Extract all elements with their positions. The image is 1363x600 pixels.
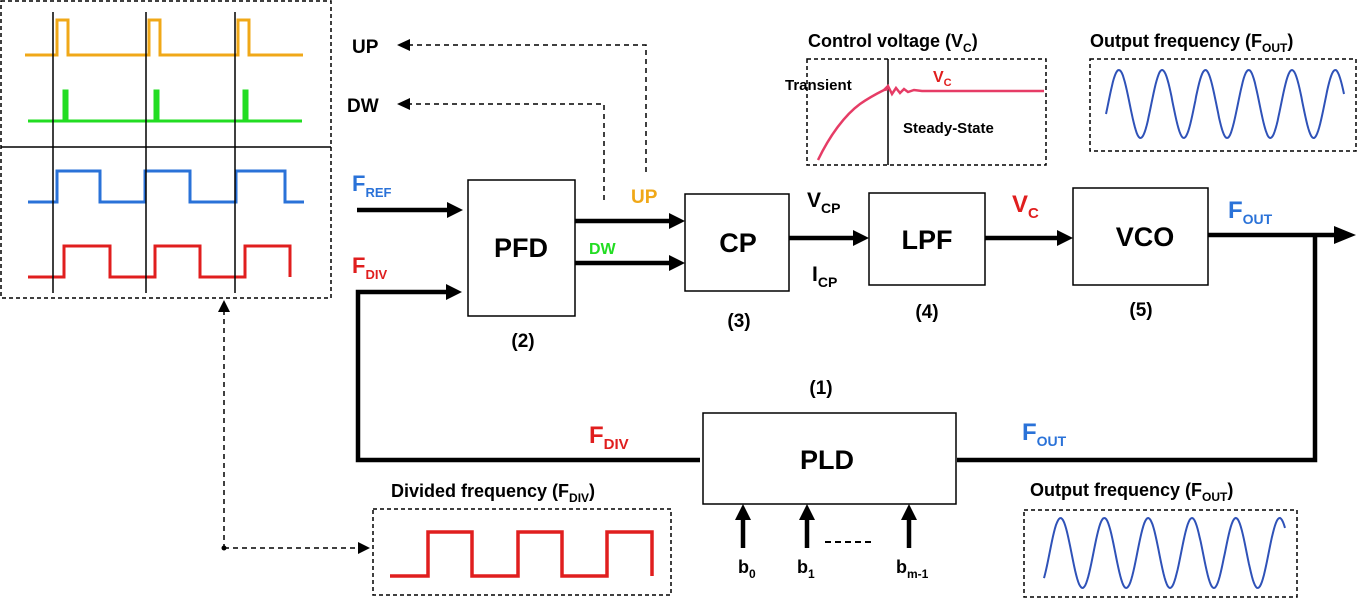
vco-label: VCO: [1116, 222, 1175, 252]
output-sine-bottom: [1043, 516, 1286, 590]
lpf-label: LPF: [902, 225, 953, 255]
b1-label: b1: [797, 557, 815, 581]
vc-inset-label: VC: [933, 69, 952, 89]
pld-label: PLD: [800, 445, 854, 475]
fref-waveform: [28, 169, 304, 204]
up-dw-dashed-outputs: [408, 44, 647, 200]
lpf-number: (4): [915, 302, 938, 323]
cp-number: (3): [727, 311, 750, 332]
divided-frequency-inset: Divided frequency (FDIV): [372, 481, 672, 596]
pfd-number: (2): [511, 331, 534, 352]
fdiv-feedback-label: FDIV: [589, 422, 629, 453]
vc-steady-curve: [883, 83, 1044, 97]
pld-number: (1): [809, 378, 832, 399]
output-frequency-bottom-title: Output frequency (FOUT): [1030, 480, 1233, 504]
output-frequency-top-inset: Output frequency (FOUT): [1089, 31, 1357, 152]
bit-ellipsis: ------: [826, 546, 829, 548]
up-output-label: UP: [352, 37, 379, 58]
steady-state-label: Steady-State: [903, 120, 994, 137]
pfd-label: PFD: [494, 233, 548, 263]
dw-signal-label: DW: [589, 241, 617, 258]
fdiv-input-label: FDIV: [352, 253, 387, 282]
control-voltage-inset: Control voltage (VC) Transient Steady-St…: [785, 31, 1047, 166]
icp-label: ICP: [812, 263, 837, 290]
output-frequency-bottom-inset: Output frequency (FOUT): [1023, 480, 1298, 598]
vco-number: (5): [1129, 300, 1152, 321]
fdiv-waveform: [28, 244, 292, 279]
output-frequency-top-title: Output frequency (FOUT): [1090, 31, 1293, 55]
timing-link-connector: [223, 310, 362, 549]
output-sine-top: [1105, 68, 1345, 140]
fout-output-label: FOUT: [1228, 197, 1273, 227]
divided-square-wave: [390, 530, 654, 578]
signal-wires: [355, 207, 1336, 548]
cp-block: CP (3): [684, 193, 790, 332]
control-voltage-title: Control voltage (VC): [808, 31, 978, 55]
b0-label: b0: [738, 557, 756, 581]
fref-label: FREF: [352, 171, 392, 200]
divided-frequency-title: Divided frequency (FDIV): [391, 481, 595, 505]
vco-block: VCO (5): [1072, 187, 1209, 321]
timing-waveform-panel: [0, 0, 332, 299]
up-waveform: [25, 18, 303, 57]
lpf-block: LPF (4): [868, 192, 986, 323]
bm1-label: bm-1: [896, 557, 929, 581]
pfd-block: PFD (2): [467, 179, 576, 352]
pld-block: PLD (1): [702, 378, 957, 505]
vc-transient-curve: [816, 87, 889, 161]
transient-label: Transient: [785, 77, 852, 94]
cp-label: CP: [719, 228, 757, 258]
dw-output-label: DW: [347, 96, 379, 117]
vcp-label: VCP: [807, 189, 840, 216]
signal-arrowheads: [446, 202, 1356, 520]
fout-feedback-label: FOUT: [1022, 419, 1067, 449]
dw-waveform: [28, 89, 302, 123]
up-signal-label: UP: [631, 187, 658, 208]
vc-label: VC: [1012, 191, 1039, 222]
